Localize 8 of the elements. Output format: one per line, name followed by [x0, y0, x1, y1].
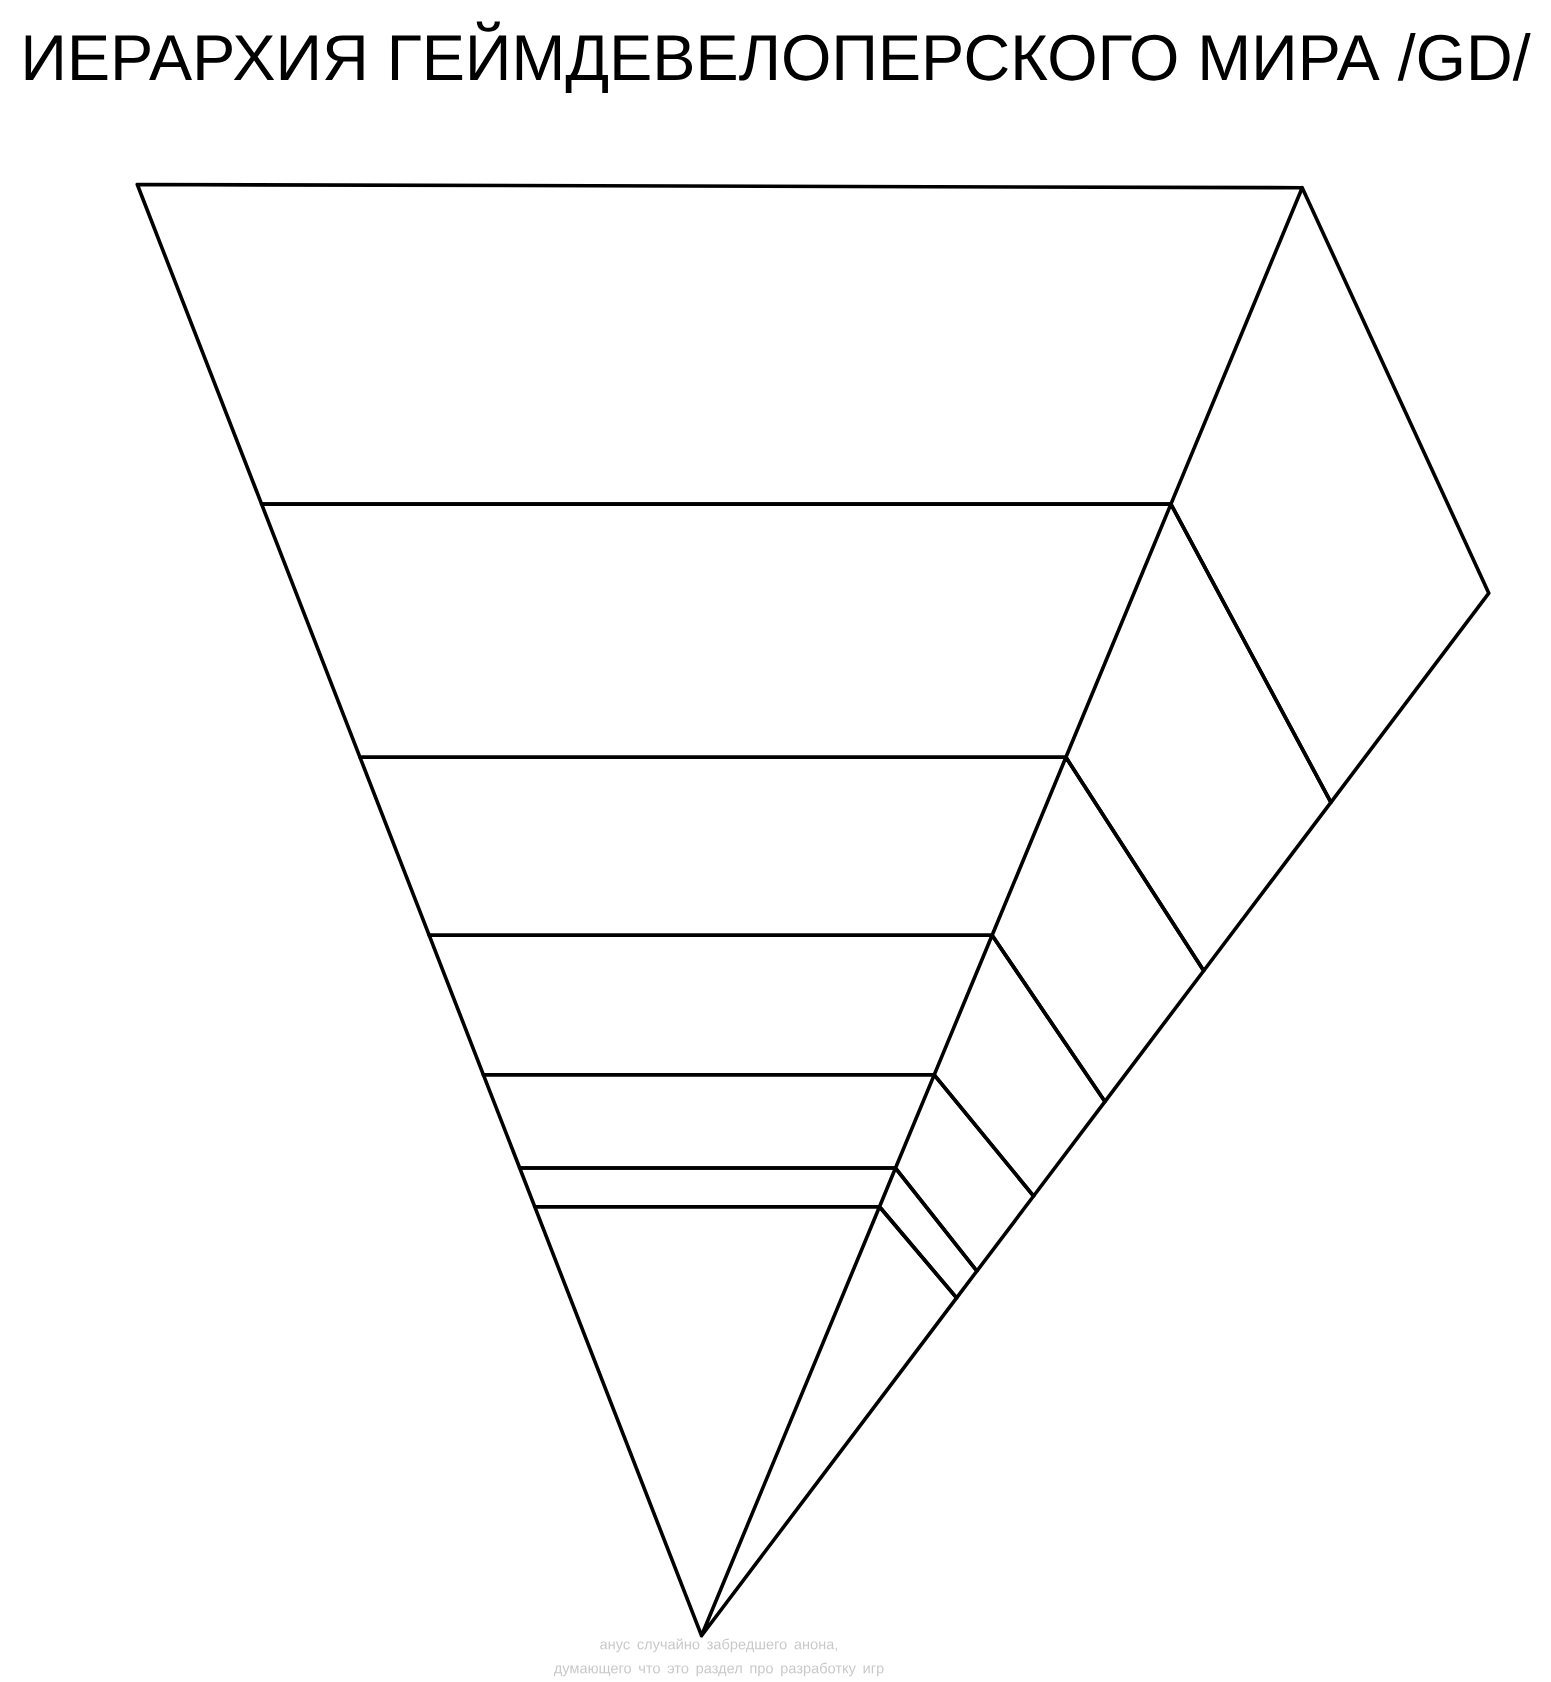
pyramid-layer: [517, 1166, 979, 1300]
pyramid-layer: [358, 755, 1206, 1104]
pyramid-layer: [427, 933, 1107, 1198]
pyramid-layer: [135, 182, 1491, 805]
pyramid-layer: [481, 1073, 1036, 1273]
pyramid-layer: [532, 1204, 959, 1638]
pyramid-layer: [259, 502, 1333, 973]
title: ИЕРАРХИЯ ГЕЙМДЕВЕЛОПЕРСКОГО МИРА /GD/: [25, 21, 1531, 93]
